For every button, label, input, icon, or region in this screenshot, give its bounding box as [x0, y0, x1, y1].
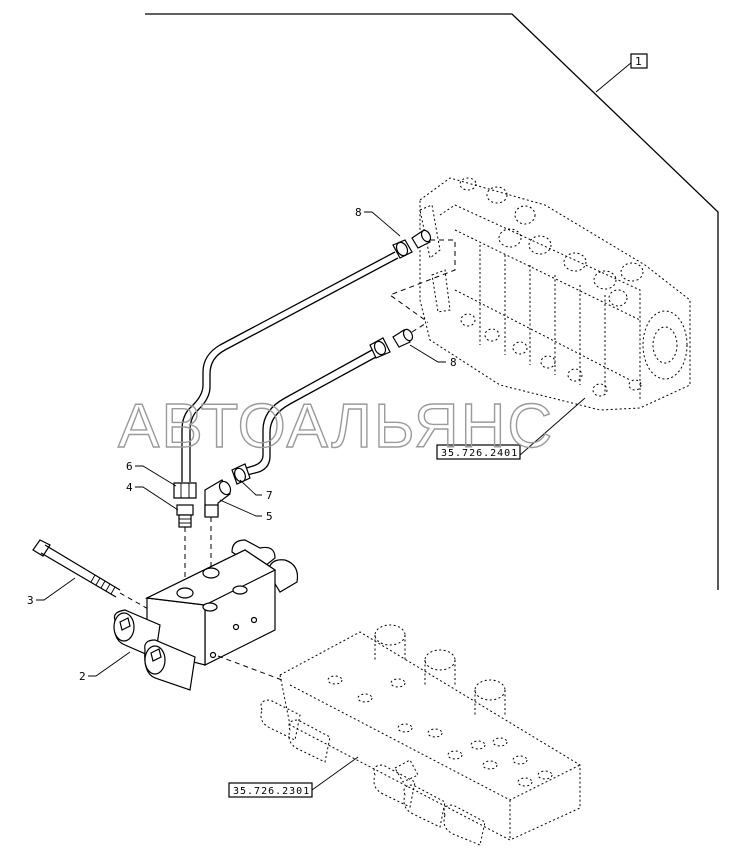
upper-tube-nut [392, 239, 413, 259]
callout-8-top: 8 [355, 206, 401, 237]
callout-4: 4 [126, 481, 179, 511]
centerline-upper [388, 239, 456, 321]
assembly-bracket-line [145, 13, 719, 590]
valve-bank-ref-box [436, 444, 521, 460]
block-centerline [217, 655, 283, 681]
valve-bank-ref-leader [519, 397, 586, 456]
part-6-nut [173, 482, 197, 499]
fitting-8-bottom [392, 328, 414, 348]
svg-text:5: 5 [266, 510, 273, 523]
valve-bank-assembly [419, 177, 691, 411]
assembly-label: 1 [635, 55, 642, 68]
lower-tube-nut [369, 337, 391, 359]
base-block-ref-box [228, 782, 313, 798]
svg-text:2: 2 [79, 670, 86, 683]
base-block [260, 624, 581, 846]
callout-8-bottom: 8 [409, 344, 457, 369]
watermark: АВТОАЛЬЯНС [118, 392, 554, 461]
fitting-8-top [411, 229, 432, 249]
svg-text:7: 7 [266, 489, 273, 502]
lower-tube [239, 349, 377, 477]
upper-tube [181, 251, 399, 482]
callout-7: 7 [239, 479, 273, 502]
svg-text:3: 3 [27, 594, 34, 607]
assembly-leader-line [595, 61, 633, 93]
part-4-adapter [176, 504, 194, 528]
callout-2: 2 [79, 651, 131, 683]
base-block-ref-label: 35.726.2301 [233, 786, 310, 797]
svg-text:4: 4 [126, 481, 133, 494]
part-3-bolt [32, 539, 121, 598]
svg-text:6: 6 [126, 460, 133, 473]
callout-6: 6 [126, 460, 177, 487]
valve-bank-ref-label: 35.726.2401 [441, 448, 518, 459]
base-block-ref-leader [311, 756, 359, 791]
callout-5: 5 [219, 499, 273, 523]
callout-3: 3 [27, 577, 76, 607]
bolt-centerline [119, 592, 151, 611]
part-7-nut [231, 463, 251, 485]
centerline-lower [411, 321, 429, 333]
part-5-elbow [204, 479, 232, 518]
part-2-block [113, 539, 299, 691]
svg-text:8: 8 [355, 206, 362, 219]
svg-text:8: 8 [450, 356, 457, 369]
assembly-label-box [630, 53, 648, 69]
